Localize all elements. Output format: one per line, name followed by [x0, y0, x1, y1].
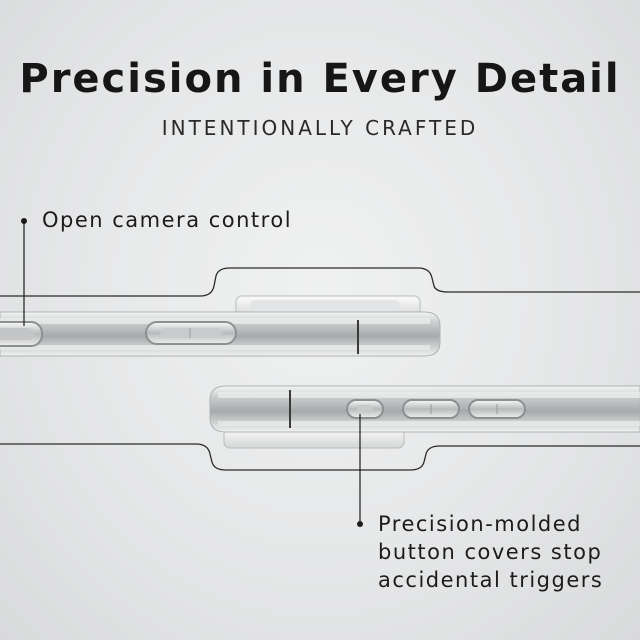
- page-subtitle: INTENTIONALLY CRAFTED: [161, 116, 479, 140]
- callout-line-2: button covers stop: [378, 540, 603, 564]
- outline-bottom: [0, 443, 640, 471]
- camera-control-cutout: [0, 321, 43, 347]
- page-title: Precision in Every Detail: [19, 56, 621, 102]
- callout-leader-top: [21, 218, 27, 326]
- callout-leader-bottom: [357, 414, 363, 527]
- action-button-cover-top: [145, 321, 237, 345]
- callout-line-1: Precision-molded: [378, 512, 582, 536]
- outline-top: [0, 267, 640, 297]
- callout-line-3: accidental triggers: [378, 568, 604, 592]
- callout-button-covers: Precision-molded button covers stop acci…: [378, 510, 603, 594]
- callout-camera-control: Open camera control: [42, 208, 293, 232]
- side-button-covers-bottom: [346, 399, 526, 419]
